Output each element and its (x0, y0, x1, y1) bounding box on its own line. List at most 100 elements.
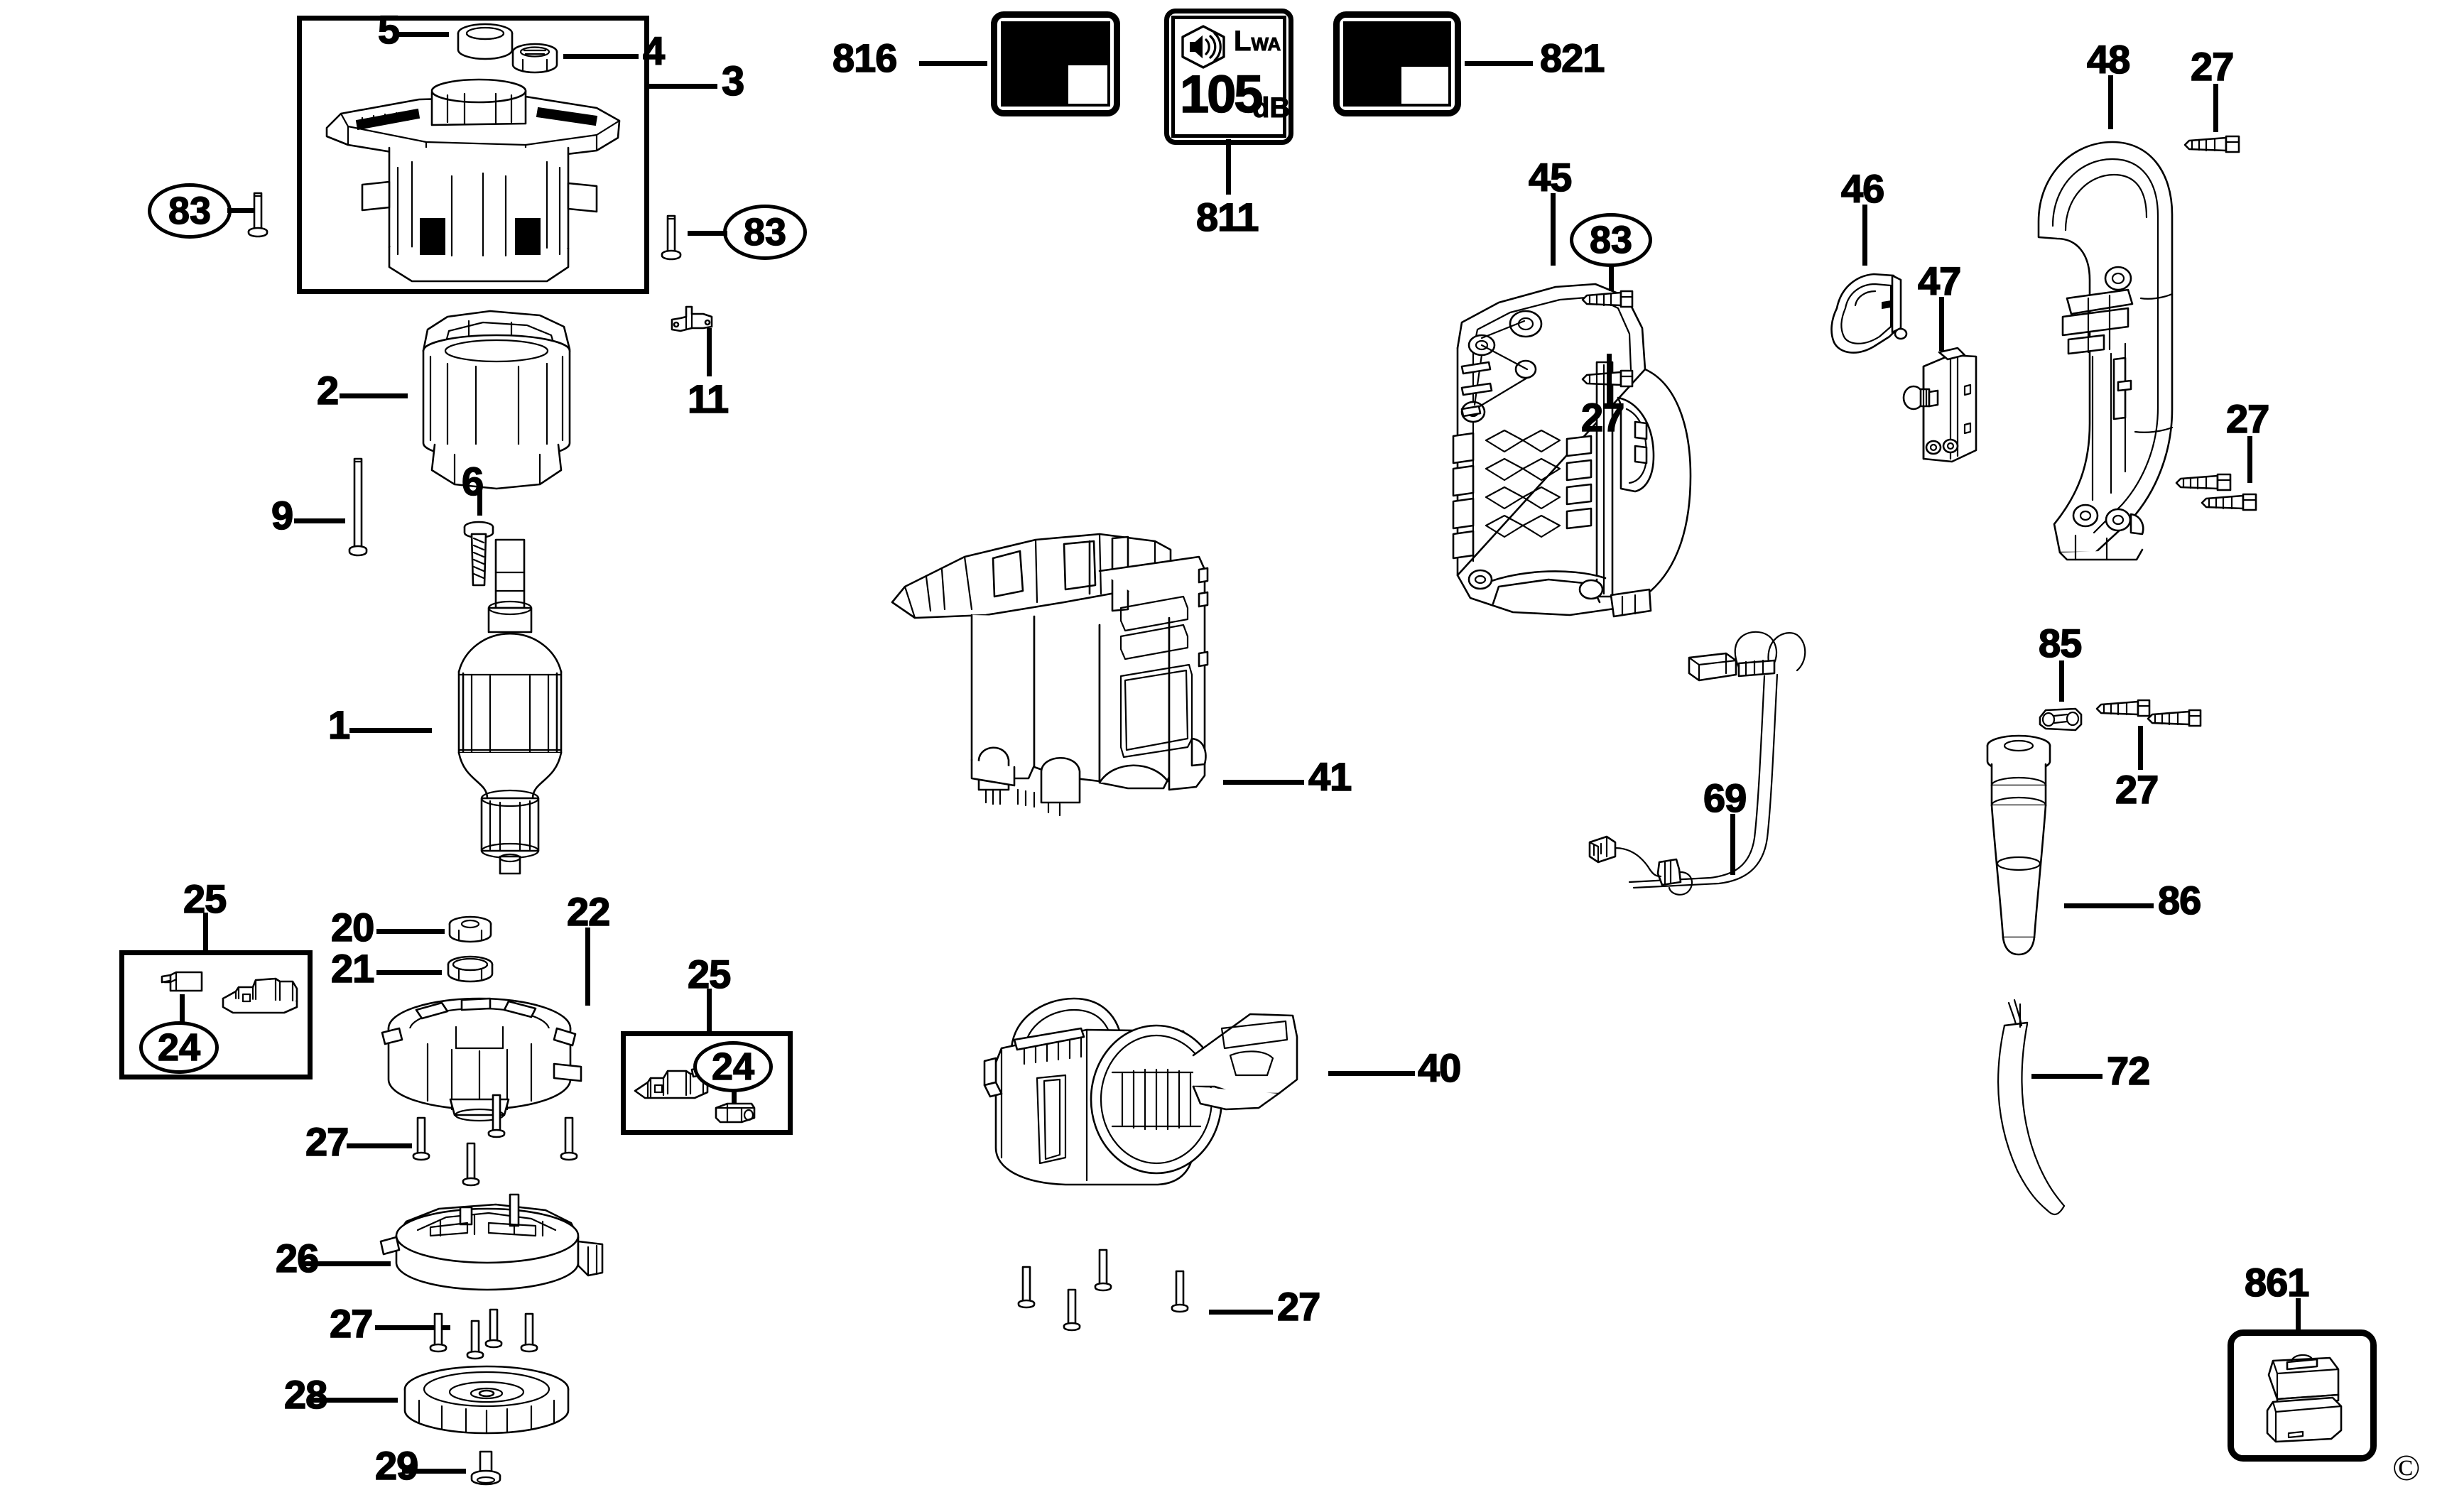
label-816 (991, 11, 1120, 116)
callout-ellipse-24-left: 24 (139, 1021, 219, 1074)
part-27-screw-h2 (1094, 1247, 1112, 1295)
callout-40: 40 (1417, 1045, 1462, 1090)
leader-22 (585, 928, 590, 1006)
part-47-switch (1902, 345, 1996, 467)
callout-27-clamp: 27 (2115, 767, 2159, 812)
callout-ellipse-83-left: 83 (148, 183, 232, 239)
leader-47 (1939, 297, 1944, 351)
part-41-housing-half (886, 526, 1284, 824)
part-28-fan (398, 1364, 575, 1443)
part-1-armature (426, 538, 597, 875)
leader-11 (707, 328, 712, 376)
leader-861 (2296, 1298, 2301, 1335)
part-83-screw-left (247, 189, 268, 240)
leader-83-right (688, 231, 727, 236)
part-24-carbon-brush-right (715, 1099, 759, 1128)
part-861-carrying-case (2247, 1345, 2358, 1449)
part-27-screw-h3 (1063, 1287, 1081, 1335)
part-27-screw-h1 (1017, 1264, 1036, 1312)
part-11-bracket (668, 304, 717, 341)
leader-2 (340, 393, 408, 398)
callout-72: 72 (2106, 1048, 2151, 1093)
leader-21 (376, 970, 442, 975)
leader-26 (304, 1261, 391, 1266)
part-27-screw-u1 (412, 1115, 430, 1165)
leader-40 (1328, 1071, 1415, 1076)
part-4-bearing (510, 41, 560, 78)
part-20-bearing (447, 915, 493, 947)
leader-27-handle-a (1607, 354, 1612, 403)
label-noise-unit: dB (1252, 92, 1291, 124)
leader-48 (2108, 75, 2113, 129)
part-27-screw-c1 (2094, 695, 2155, 720)
callout-27-upper: 27 (305, 1119, 349, 1164)
part-69-wire-harness (1584, 625, 1925, 923)
callout-816: 816 (832, 36, 898, 80)
callout-1: 1 (327, 702, 351, 747)
label-lwa-text: LWA (1233, 26, 1281, 58)
label-821 (1333, 11, 1461, 116)
leader-86 (2064, 903, 2154, 908)
callout-3: 3 (721, 58, 745, 104)
leader-28 (313, 1398, 398, 1403)
callout-6: 6 (461, 459, 484, 504)
callout-21: 21 (330, 946, 375, 991)
leader-811 (1226, 139, 1231, 195)
callout-5: 5 (377, 7, 401, 52)
part-27-screw-l4 (520, 1311, 538, 1356)
callout-ellipse-83-handle: 83 (1570, 213, 1652, 267)
callout-85: 85 (2038, 621, 2083, 665)
label-811-noise: LWA 105 dB (1164, 9, 1293, 145)
leader-27-housing (1209, 1310, 1273, 1315)
part-29-fan-screw (470, 1449, 501, 1491)
part-27-screw-l3 (484, 1307, 503, 1352)
part-83-screw-right (661, 212, 682, 263)
leader-27-clamp (2138, 726, 2143, 770)
callout-4: 4 (642, 28, 666, 73)
leader-20 (376, 929, 445, 934)
callout-25-left: 25 (183, 876, 227, 921)
part-45-handle-housing (1449, 263, 1719, 625)
callout-2: 2 (316, 368, 340, 413)
leader-85 (2059, 660, 2064, 702)
callout-9: 9 (271, 493, 294, 538)
part-21-bearing-retainer (446, 955, 494, 988)
leader-27-hr2 (2247, 436, 2252, 483)
callout-22: 22 (566, 889, 611, 934)
part-26-end-cap (375, 1189, 604, 1310)
part-3-gearcase (313, 77, 639, 283)
part-27-screw-u2 (487, 1092, 506, 1142)
callout-26: 26 (275, 1236, 320, 1280)
leader-27-hr1 (2213, 84, 2218, 132)
callout-86: 86 (2157, 878, 2202, 923)
leader-25-right (707, 989, 712, 1033)
callout-29: 29 (374, 1443, 419, 1488)
leader-45 (1551, 193, 1556, 266)
leader-41 (1223, 780, 1304, 785)
callout-861: 861 (2244, 1260, 2310, 1305)
leader-46 (1862, 205, 1867, 266)
callout-ellipse-83-right: 83 (723, 205, 807, 260)
part-9-long-screw (348, 455, 368, 561)
leader-1 (349, 728, 432, 733)
callout-821: 821 (1539, 36, 1605, 80)
part-27-screw-hr3 (2199, 490, 2260, 514)
leader-24-left (180, 994, 185, 1023)
part-27-screw-c2 (2145, 705, 2206, 730)
callout-48: 48 (2086, 37, 2131, 82)
label-noise-value: 105 (1179, 64, 1264, 124)
callout-27-lower: 27 (329, 1301, 374, 1346)
leader-29 (402, 1469, 466, 1474)
leader-27-upper (347, 1143, 412, 1148)
callout-20: 20 (330, 905, 375, 950)
copyright-mark: © (2392, 1448, 2421, 1489)
part-72-power-cord (1987, 993, 2087, 1227)
leader-9 (294, 518, 345, 523)
part-27-screw-u4 (560, 1115, 578, 1165)
callout-ellipse-24-right: 24 (693, 1041, 773, 1092)
callout-27-hr1: 27 (2190, 44, 2235, 89)
leader-83-handle (1609, 266, 1614, 291)
leader-27-lower (375, 1325, 450, 1330)
part-6-pinion (460, 517, 497, 595)
